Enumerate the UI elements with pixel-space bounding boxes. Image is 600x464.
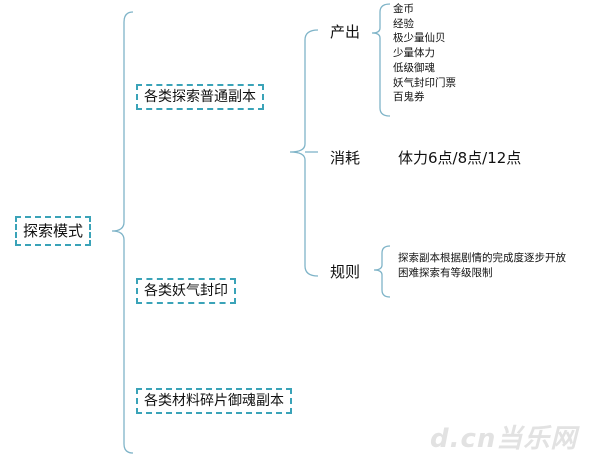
branch-yaoqi-seal-label: 各类妖气封印 xyxy=(144,283,228,299)
output-item: 极少量仙贝 xyxy=(393,32,446,45)
branch-material-dungeon-label: 各类材料碎片御魂副本 xyxy=(144,393,284,409)
branch-yaoqi-seal: 各类妖气封印 xyxy=(136,278,236,304)
watermark-logo: d.cn当乐网 xyxy=(430,424,578,454)
branch-normal-dungeon: 各类探索普通副本 xyxy=(136,84,264,110)
rules-label: 规则 xyxy=(330,263,361,281)
rules-line-2: 困难探索有等级限制 xyxy=(398,267,493,279)
root-label: 探索模式 xyxy=(23,222,84,240)
output-item: 少量体力 xyxy=(393,47,435,60)
consume-value: 体力6点/8点/12点 xyxy=(398,149,522,167)
rules-brace xyxy=(373,245,391,298)
branch1-brace xyxy=(289,29,319,277)
consume-label: 消耗 xyxy=(330,149,361,167)
output-item: 妖气封印门票 xyxy=(393,76,456,89)
output-list: 金币 经验 极少量仙贝 少量体力 低级御魂 妖气封印门票 百鬼券 xyxy=(393,2,456,105)
root-node: 探索模式 xyxy=(15,216,92,246)
output-item: 经验 xyxy=(393,17,414,30)
rules-line-1: 探索副本根据剧情的完成度逐步开放 xyxy=(398,252,566,264)
output-label: 产出 xyxy=(330,23,361,41)
branch-material-dungeon: 各类材料碎片御魂副本 xyxy=(136,388,292,414)
output-item: 金币 xyxy=(393,3,414,15)
root-brace xyxy=(111,11,134,454)
branch-normal-dungeon-label: 各类探索普通副本 xyxy=(144,89,256,105)
output-item: 低级御魂 xyxy=(393,61,435,74)
output-item: 百鬼券 xyxy=(393,91,425,104)
output-brace xyxy=(371,3,391,117)
